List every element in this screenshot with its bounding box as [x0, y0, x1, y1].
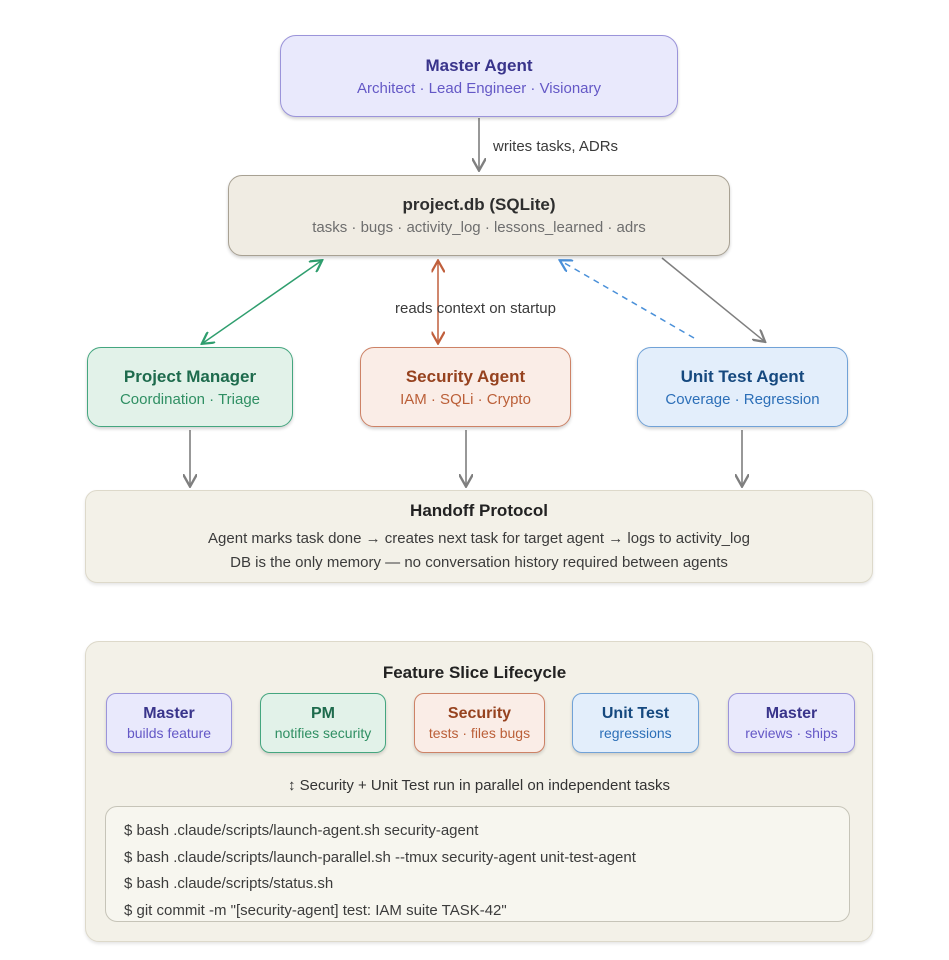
security-agent-title: Security Agent — [405, 366, 526, 386]
unit-test-agent-title: Unit Test Agent — [680, 366, 805, 386]
security-agent-node: Security Agent IAM · SQLi · Crypto — [360, 347, 571, 427]
security-agent-subtitle: IAM · SQLi · Crypto — [400, 390, 531, 408]
feature-slice-lifecycle-title: Feature Slice Lifecycle — [382, 663, 567, 682]
stage-subtitle: notifies security — [274, 725, 372, 741]
master-agent-subtitle: Architect · Lead Engineer · Visionary — [356, 79, 601, 97]
arrow-db-pm-bidirectional — [203, 261, 321, 343]
stage-pm: PM notifies security — [260, 693, 386, 753]
project-manager-title: Project Manager — [123, 366, 257, 386]
arrow-unittest-to-db-dashed — [561, 261, 695, 339]
stage-title: PM — [311, 705, 335, 722]
handoff-protocol-line2: DB is the only memory — no conversation … — [230, 553, 728, 571]
unit-test-agent-subtitle: Coverage · Regression — [665, 390, 820, 408]
command-line: $ bash .claude/scripts/status.sh — [124, 875, 334, 892]
stage-master-reviews: Master reviews · ships — [728, 693, 855, 753]
command-line: $ git commit -m "[security-agent] test: … — [124, 901, 507, 919]
handoff-protocol-box: Handoff Protocol Agent marks task done →… — [85, 490, 873, 583]
arrow-db-to-unittest — [661, 257, 764, 341]
project-manager-node: Project Manager Coordination · Triage — [87, 347, 293, 427]
stage-subtitle: regressions — [599, 725, 672, 741]
handoff-protocol-line1: Agent marks task done → creates next tas… — [208, 529, 750, 547]
master-agent-title: Master Agent — [425, 55, 533, 75]
stage-title: Unit Test — [601, 705, 670, 722]
parallel-note: ↕ Security + Unit Test run in parallel o… — [287, 777, 671, 794]
reads-context-label: reads context on startup — [395, 300, 556, 317]
command-line: $ bash .claude/scripts/launch-parallel.s… — [124, 848, 636, 866]
project-db-title: project.db (SQLite) — [402, 195, 556, 214]
project-db-subtitle: tasks · bugs · activity_log · lessons_le… — [312, 219, 646, 236]
command-line: $ bash .claude/scripts/launch-agent.sh s… — [124, 822, 479, 839]
stage-title: Master — [143, 705, 195, 722]
stage-unit-test: Unit Test regressions — [572, 693, 699, 753]
master-agent-node: Master Agent Architect · Lead Engineer ·… — [280, 35, 678, 117]
unit-test-agent-node: Unit Test Agent Coverage · Regression — [637, 347, 848, 427]
handoff-protocol-title: Handoff Protocol — [410, 500, 548, 520]
writes-tasks-label: writes tasks, ADRs — [493, 138, 619, 155]
stage-subtitle: builds feature — [126, 725, 212, 741]
stage-security: Security tests · files bugs — [414, 693, 545, 753]
terminal-commands-box: $ bash .claude/scripts/launch-agent.sh s… — [105, 806, 850, 922]
stage-title: Security — [447, 705, 512, 722]
stage-subtitle: reviews · ships — [745, 725, 838, 741]
project-manager-subtitle: Coordination · Triage — [119, 390, 261, 408]
stage-master-builds: Master builds feature — [106, 693, 232, 753]
stage-subtitle: tests · files bugs — [428, 725, 531, 741]
stage-title: Master — [765, 705, 818, 722]
project-db-node: project.db (SQLite) tasks · bugs · activ… — [228, 175, 730, 256]
